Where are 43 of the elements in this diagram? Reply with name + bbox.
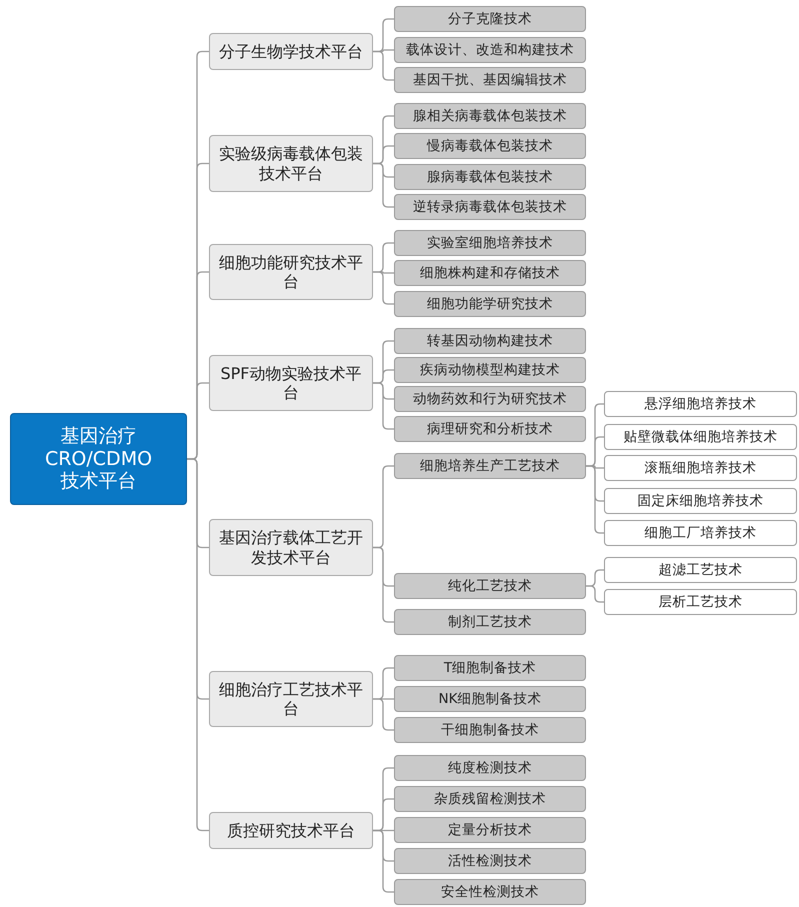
technique-box: 载体设计、改造和构建技术 xyxy=(394,37,586,63)
technique-box: 纯化工艺技术 xyxy=(394,573,586,599)
technique-box: 基因干扰、基因编辑技术 xyxy=(394,67,586,93)
technique-box: 杂质残留检测技术 xyxy=(394,786,586,812)
technique-box: 病理研究和分析技术 xyxy=(394,416,586,442)
platform-box: 质控研究技术平台 xyxy=(209,812,373,849)
method-box: 细胞工厂培养技术 xyxy=(604,520,797,546)
platform-box: 细胞治疗工艺技术平台 xyxy=(209,671,373,727)
connector xyxy=(187,458,209,832)
technique-box: 制剂工艺技术 xyxy=(394,609,586,635)
technique-box: 活性检测技术 xyxy=(394,848,586,874)
technique-box: 纯度检测技术 xyxy=(394,755,586,781)
method-box: 固定床细胞培养技术 xyxy=(604,488,797,514)
platform-box: SPF动物实验技术平台 xyxy=(209,355,373,411)
technique-box: 定量分析技术 xyxy=(394,817,586,843)
technique-box: 细胞株构建和存储技术 xyxy=(394,260,586,286)
technique-box: 动物药效和行为研究技术 xyxy=(394,386,586,412)
technique-box: 疾病动物模型构建技术 xyxy=(394,357,586,383)
method-box: 滚瓶细胞培养技术 xyxy=(604,455,797,481)
technique-box: 分子克隆技术 xyxy=(394,6,586,32)
technique-box: 干细胞制备技术 xyxy=(394,717,586,743)
technique-box: 慢病毒载体包装技术 xyxy=(394,133,586,159)
method-box: 贴壁微载体细胞培养技术 xyxy=(604,424,797,450)
technique-box: 逆转录病毒载体包装技术 xyxy=(394,194,586,220)
platform-box: 实验级病毒载体包装技术平台 xyxy=(209,135,373,192)
technique-box: T细胞制备技术 xyxy=(394,655,586,681)
technique-box: 细胞功能学研究技术 xyxy=(394,291,586,317)
method-box: 悬浮细胞培养技术 xyxy=(604,391,797,417)
platform-box: 分子生物学技术平台 xyxy=(209,33,373,70)
method-box: 超滤工艺技术 xyxy=(604,557,797,583)
technique-box: 细胞培养生产工艺技术 xyxy=(394,453,586,479)
technique-box: 实验室细胞培养技术 xyxy=(394,230,586,256)
technique-box: 转基因动物构建技术 xyxy=(394,328,586,354)
technique-box: 腺病毒载体包装技术 xyxy=(394,164,586,190)
technique-box: NK细胞制备技术 xyxy=(394,686,586,712)
connector xyxy=(586,465,604,534)
platform-box: 细胞功能研究技术平台 xyxy=(209,244,373,300)
platform-box: 基因治疗载体工艺开发技术平台 xyxy=(209,519,373,576)
method-box: 层析工艺技术 xyxy=(604,589,797,615)
connector xyxy=(586,585,604,603)
technique-box: 腺相关病毒载体包装技术 xyxy=(394,103,586,129)
root-box: 基因治疗CRO/CDMO技术平台 xyxy=(10,413,187,505)
technique-box: 安全性检测技术 xyxy=(394,879,586,905)
